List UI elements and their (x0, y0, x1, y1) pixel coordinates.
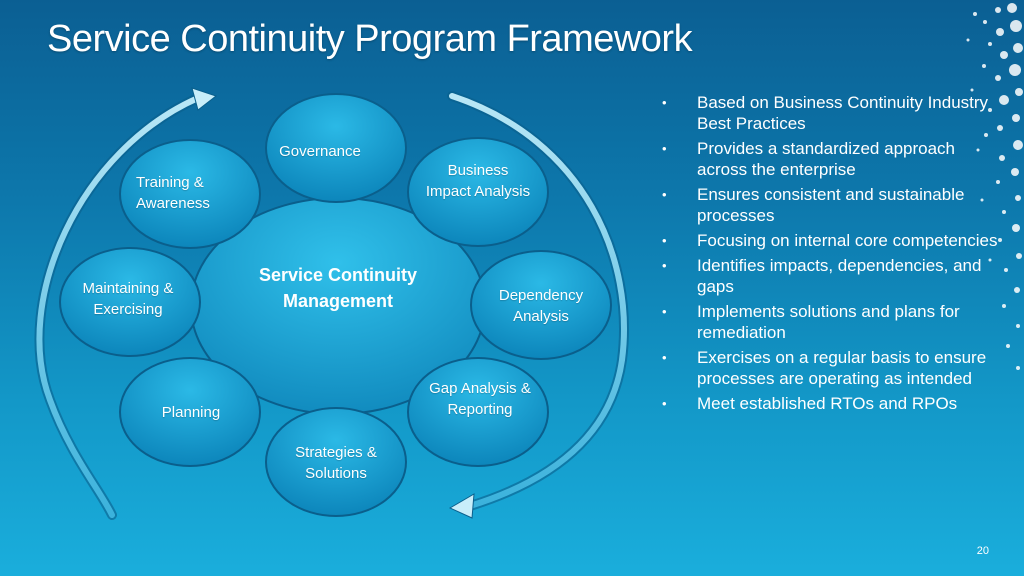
bullet-dot: • (662, 187, 667, 202)
node-strategies-solutions (265, 407, 407, 517)
node-dependency-analysis (470, 250, 612, 360)
bullet-list: • Based on Business Continuity Industry B… (662, 92, 1002, 418)
node-governance (265, 93, 407, 203)
node-business-impact-analysis (407, 137, 549, 247)
bullet-text: Focusing on internal core competencies (697, 231, 998, 250)
bullet-text: Meet established RTOs and RPOs (697, 394, 958, 413)
node-label-business-impact-analysis: Business Impact Analysis (425, 162, 531, 200)
left-cycle-arrow (34, 87, 218, 520)
page-number: 20 (976, 545, 989, 557)
bullet-item: • Implements solutions and plans for reme… (662, 301, 1002, 343)
node-label-strategies-solutions: Strategies & Solutions (295, 444, 377, 482)
bullet-item: • Ensures consistent and sustainable proc… (662, 184, 1002, 226)
bullet-dot: • (662, 304, 667, 319)
node-label-maintaining-exercising: Maintaining & Exercising (82, 280, 174, 318)
bullet-text: Ensures consistent and sustainable proce… (697, 185, 965, 225)
node-gap-analysis-reporting (407, 357, 549, 467)
center-label: Service Continuity Management (258, 265, 418, 311)
node-label-planning: Planning (161, 404, 221, 421)
node-label-gap-analysis-reporting: Gap Analysis & Reporting (429, 380, 531, 418)
bullet-item: • Focusing on internal core competencies (662, 230, 1002, 251)
bullet-item: • Meet established RTOs and RPOs (662, 393, 1002, 414)
slide-title: Service Continuity Program Framework (47, 18, 693, 60)
bullet-item: • Provides a standardized approach across… (662, 138, 1002, 180)
bullet-text: Based on Business Continuity Industry Be… (697, 93, 989, 133)
bullet-item: • Exercises on a regular basis to ensure … (662, 347, 1002, 389)
bullet-text: Provides a standardized approach across … (697, 139, 955, 179)
bullet-dot: • (662, 396, 667, 411)
node-label-dependency-analysis: Dependency Analysis (498, 287, 584, 325)
node-label-training-awareness: Training & Awareness (136, 174, 210, 212)
node-training-awareness (119, 139, 261, 249)
bullet-dot: • (662, 258, 667, 273)
bullet-text: Exercises on a regular basis to ensure p… (697, 348, 987, 388)
bullet-dot: • (662, 350, 667, 365)
bullet-dot: • (662, 141, 667, 156)
node-planning (119, 357, 261, 467)
bullet-item: • Identifies impacts, dependencies, and g… (662, 255, 1002, 297)
bullet-dot: • (662, 95, 667, 110)
bullet-text: Identifies impacts, dependencies, and ga… (697, 256, 982, 296)
right-cycle-arrow (447, 91, 629, 519)
node-maintaining-exercising (59, 247, 201, 357)
node-label-governance: Governance (279, 143, 361, 160)
bullet-text: Implements solutions and plans for remed… (697, 302, 960, 342)
bullet-dot: • (662, 233, 667, 248)
bullet-item: • Based on Business Continuity Industry B… (662, 92, 1002, 134)
